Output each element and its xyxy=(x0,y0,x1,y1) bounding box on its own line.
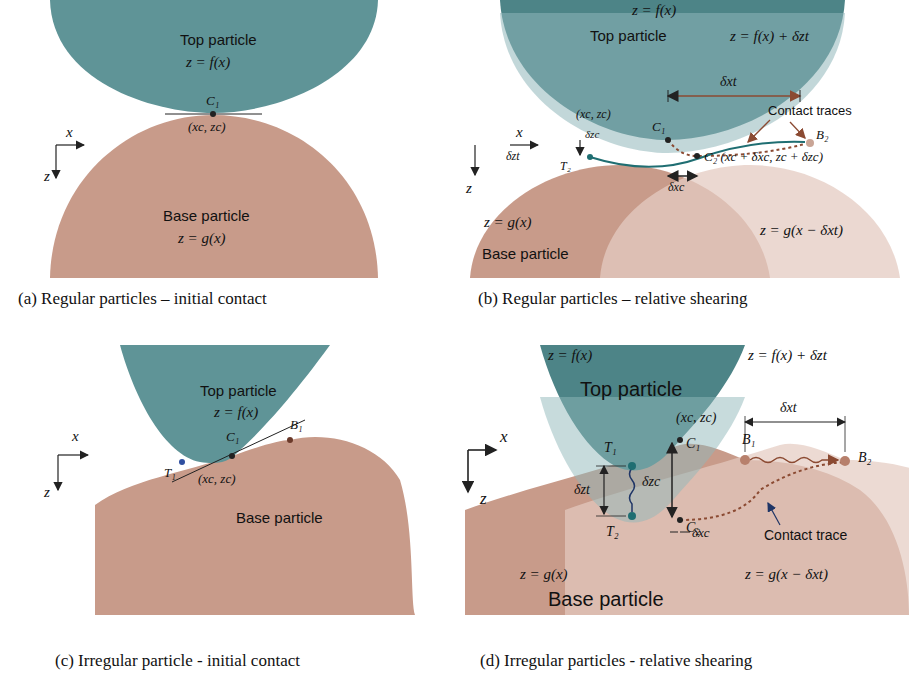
figure-label: (xc, zc) xyxy=(576,108,611,121)
figure-label: Base particle xyxy=(482,246,569,263)
figure-label: z xyxy=(44,484,50,501)
figure-label: z = g(x − δxt) xyxy=(745,566,828,583)
panel-b xyxy=(470,0,900,278)
figure-label: C₁ xyxy=(652,120,665,134)
figure-label: z = f(x) xyxy=(214,404,258,421)
figure-label: C₁ xyxy=(686,436,700,451)
figure-label: δxc xyxy=(692,526,710,540)
figure-label: (xc, zc) xyxy=(198,472,236,486)
figure-label: T₁ xyxy=(164,466,176,480)
panel-c xyxy=(58,345,415,615)
figure-label: δzc xyxy=(642,474,660,489)
figure-label: C₂ (xc + δxc, zc + δzc) xyxy=(704,150,823,164)
figure-label: z = g(x) xyxy=(484,214,532,231)
figure-label: Base particle xyxy=(548,588,664,610)
figure-label: z xyxy=(44,168,50,185)
figure-label: z = f(x) xyxy=(186,54,230,71)
figure-label: δzt xyxy=(506,150,520,163)
panel-caption: (d) Irregular particles - relative shear… xyxy=(480,652,752,671)
figure-label: δzc xyxy=(585,128,599,140)
figure-label: Contact traces xyxy=(768,104,852,118)
figure-label: δxt xyxy=(780,400,797,415)
panel-caption: (a) Regular particles – initial contact xyxy=(18,290,267,309)
figure-label: (xc, zc) xyxy=(676,410,716,425)
figure-label: (xc, zc) xyxy=(188,120,226,134)
figure-label: Top particle xyxy=(200,383,277,400)
figure-label: z = f(x) xyxy=(548,347,592,364)
figure-label: C₁ xyxy=(226,430,239,444)
figure-label: T₂ xyxy=(606,524,619,539)
panel-caption: (c) Irregular particle - initial contact xyxy=(55,652,300,671)
figure-label: C₁ xyxy=(206,94,219,108)
figure-label: z = f(x) + δzt xyxy=(748,347,827,364)
figure-label: T₁ xyxy=(604,440,617,455)
figure-label: z xyxy=(480,490,487,509)
figure-label: Base particle xyxy=(236,510,323,527)
figure-label: Top particle xyxy=(580,378,682,400)
figure-label: Contact trace xyxy=(764,528,847,543)
figure-label: δzt xyxy=(574,482,590,497)
figure-label: x xyxy=(516,124,523,141)
figure-label: δxt xyxy=(720,74,737,89)
figure-label: Base particle xyxy=(163,208,250,225)
panel-caption: (b) Regular particles – relative shearin… xyxy=(478,290,748,309)
figure-label: δxc xyxy=(668,181,684,194)
figure-label: z xyxy=(466,180,472,197)
figure-label: Top particle xyxy=(180,32,257,49)
figure-label: B₂ xyxy=(816,128,828,142)
panel-a xyxy=(50,0,378,278)
figure-label: B₁ xyxy=(290,418,302,432)
figure-label: z = f(x) + δzt xyxy=(730,28,809,45)
figure-label: x xyxy=(66,124,73,141)
figure-label: z = g(x) xyxy=(178,230,226,247)
figure-label: B₁ xyxy=(742,432,755,447)
figure-label: x xyxy=(500,428,508,447)
figure-label: z = f(x) xyxy=(632,2,676,19)
figure-label: z = g(x − δxt) xyxy=(760,222,843,239)
figure-label: B₂ xyxy=(858,450,871,465)
figure-label: T₂ xyxy=(560,160,571,173)
panel-d xyxy=(465,345,909,615)
figure-label: Top particle xyxy=(590,28,667,45)
figure-label: x xyxy=(72,428,79,445)
figure-label: z = g(x) xyxy=(520,566,568,583)
